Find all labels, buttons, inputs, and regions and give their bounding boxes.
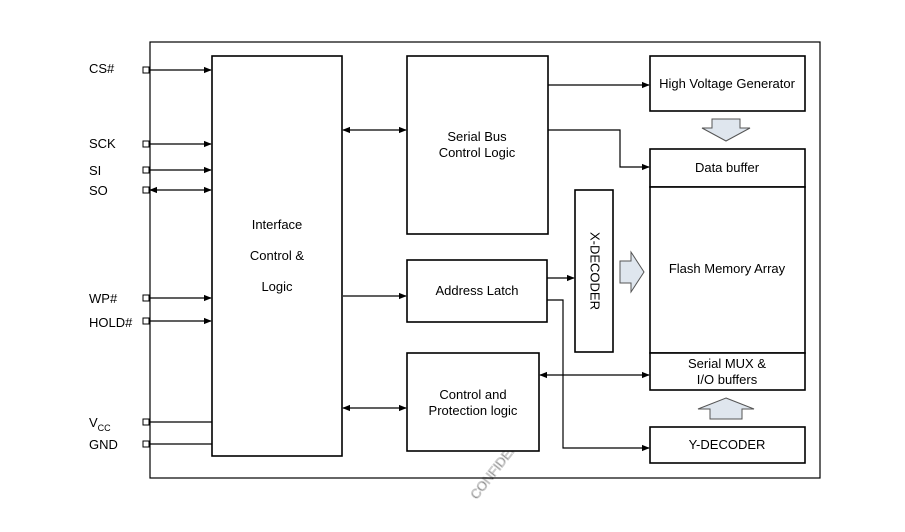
serial-mux-io-block (649, 352, 806, 391)
serial-bus-line1: Serial Bus (447, 129, 507, 144)
pin-vcc-label: VCC (89, 415, 111, 433)
pin-sck-label: SCK (89, 136, 116, 151)
pin-si-pad (142, 166, 150, 174)
control-protection-line2: Protection logic (429, 403, 518, 418)
pin-gnd-pad (142, 440, 150, 448)
y-decoder-label: Y-DECODER (689, 437, 766, 452)
up-block-arrow (697, 397, 755, 420)
address-latch-label: Address Latch (435, 283, 518, 298)
down-block-arrow (701, 118, 751, 142)
control-protection-block (406, 352, 540, 452)
pin-wp-pad (142, 294, 150, 302)
pin-wires (149, 66, 212, 445)
high-voltage-generator-block (649, 55, 806, 112)
pin-sck-pad (142, 140, 150, 148)
serial-mux-line1: Serial MUX & (688, 356, 766, 371)
serial-bus-line2: Control Logic (439, 145, 516, 160)
pin-gnd-label: GND (89, 437, 118, 452)
interface-control-logic-block (211, 55, 343, 457)
right-block-arrow (619, 250, 645, 294)
pin-vcc-pad (142, 418, 150, 426)
interface-block-line3: Logic (261, 279, 293, 294)
control-protection-line1: Control and (439, 387, 506, 402)
data-buffer-block (649, 148, 806, 188)
pin-si-label: SI (89, 163, 101, 178)
interface-block-line1: Interface (252, 217, 303, 232)
flash-memory-array-block (649, 186, 806, 354)
high-voltage-label: High Voltage Generator (659, 76, 796, 91)
pin-wp-label: WP# (89, 291, 118, 306)
data-buffer-label: Data buffer (695, 160, 760, 175)
address-latch-block (406, 259, 548, 323)
internal-connections (342, 81, 650, 452)
serial-mux-line2: I/O buffers (697, 372, 758, 387)
pin-cs-pad (142, 66, 150, 74)
pin-pads (142, 66, 150, 448)
y-decoder-block (649, 426, 806, 464)
pin-hold-label: HOLD# (89, 315, 133, 330)
pin-so-label: SO (89, 183, 108, 198)
serial-bus-control-block (406, 55, 549, 235)
pin-cs-label: CS# (89, 61, 115, 76)
link-serialbus-databuffer (548, 129, 650, 171)
interface-block-line2: Control & (250, 248, 305, 263)
x-decoder-label: X-DECODER (588, 232, 603, 310)
chip-outline (149, 41, 821, 479)
x-decoder-block (574, 189, 614, 353)
pin-hold-pad (142, 317, 150, 325)
flash-memory-array-label: Flash Memory Array (669, 261, 786, 276)
pin-so-pad (142, 186, 150, 194)
